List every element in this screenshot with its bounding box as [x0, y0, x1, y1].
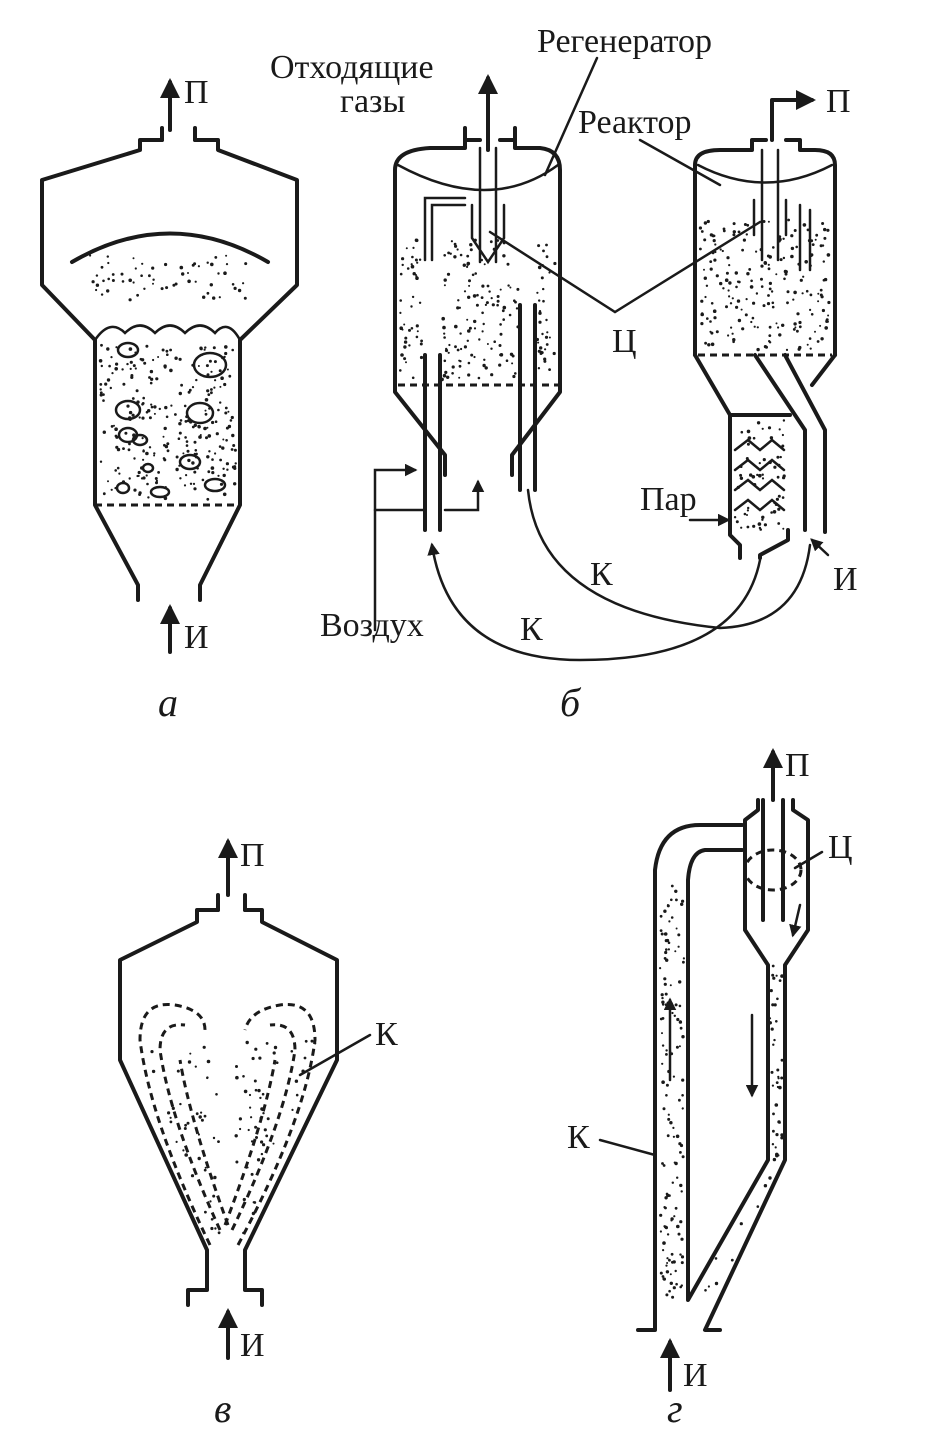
catalyst-riser-regen — [518, 303, 537, 492]
label-catalyst-b1: К — [590, 556, 613, 593]
cyclone-pointer-g — [793, 850, 824, 870]
label-offgas-line1: Отходящие — [270, 49, 434, 86]
label-product-v: П — [240, 837, 265, 874]
catalyst-particles-g — [659, 884, 784, 1299]
regenerator-cyclone-inlet — [423, 196, 467, 262]
caption-g: г — [667, 1386, 683, 1431]
label-input-v: И — [240, 1327, 265, 1364]
label-offgas-line2: газы — [340, 83, 405, 120]
label-input-g: И — [683, 1357, 708, 1394]
catalyst-particles-v — [150, 1039, 317, 1235]
spout-flow-v — [138, 1002, 317, 1246]
regenerator-cyclone — [470, 146, 506, 265]
bubble-set-a — [114, 341, 228, 499]
reactor-cyclone — [752, 148, 788, 262]
label-steam: Пар — [640, 481, 697, 518]
catalyst-line-2 — [427, 542, 762, 662]
caption-a: а — [158, 680, 178, 725]
label-product-a: П — [184, 74, 209, 111]
reactor-cyclone-dip — [798, 203, 812, 272]
vessel-a-outline — [40, 138, 299, 602]
reactor-dome — [696, 163, 834, 184]
air-riser — [423, 353, 442, 532]
diagram-b: Отходящие газы Регенератор Реактор П Ц П… — [270, 23, 858, 725]
label-catalyst-g: К — [567, 1119, 590, 1156]
catalyst-pointer-g — [598, 1138, 657, 1157]
cyclone-pointer — [488, 220, 762, 314]
caption-b: б — [560, 680, 582, 725]
label-product-g: П — [785, 747, 810, 784]
label-reactor: Реактор — [578, 104, 692, 141]
reactor-product-arrow — [770, 90, 816, 142]
regenerator-outlet — [463, 126, 517, 142]
label-catalyst-v: К — [375, 1016, 398, 1053]
label-air: Воздух — [320, 607, 424, 644]
cyclone-vortex-g — [743, 848, 803, 892]
caption-v: в — [214, 1386, 231, 1431]
regenerator-pointer — [543, 56, 599, 177]
air-line-1 — [373, 463, 418, 632]
label-cyclone-b: Ц — [612, 323, 637, 360]
catalyst-particles-regenerator — [399, 238, 557, 382]
regenerator-dome — [396, 163, 560, 192]
stripper-baffles — [733, 438, 786, 512]
dome-arc-a — [70, 231, 270, 264]
catalyst-pointer-v — [298, 1033, 372, 1077]
diagram-v: П К И в — [118, 837, 398, 1431]
reactor-feed-riser — [753, 353, 827, 534]
catalyst-particles-a — [89, 254, 248, 501]
reactor-pointer — [638, 138, 722, 187]
diagram-g: П Ц К И г — [567, 747, 853, 1431]
label-product-b: П — [826, 83, 851, 120]
label-input-a: И — [184, 619, 209, 656]
diagram-a: П И а — [40, 74, 299, 725]
label-input-b: И — [833, 561, 858, 598]
feed-input-arrow-b — [810, 538, 830, 557]
label-regenerator: Регенератор — [537, 23, 712, 60]
reactor-outline — [693, 138, 837, 357]
riser-g-outline — [636, 798, 810, 1332]
catalyst-line-1 — [526, 488, 812, 630]
cyclone-flow-arrow-g — [789, 903, 802, 938]
reactor-lower — [693, 353, 837, 560]
air-line-3 — [443, 479, 485, 512]
catalyst-particles-reactor — [698, 218, 831, 531]
label-catalyst-b2: К — [520, 611, 543, 648]
label-cyclone-g: Ц — [828, 829, 853, 866]
vessel-v-outline — [118, 908, 339, 1307]
bed-surface-a — [93, 324, 242, 342]
